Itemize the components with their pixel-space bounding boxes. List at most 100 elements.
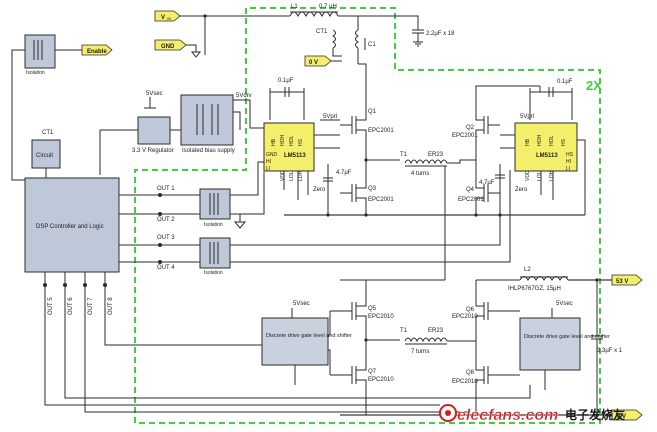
q7-transistor bbox=[330, 340, 367, 415]
ct1-top-label: CT1 bbox=[316, 29, 328, 35]
q8-label: Q8 bbox=[466, 370, 475, 376]
q8-part: EPC2010 bbox=[452, 379, 478, 385]
out-0v-tag bbox=[611, 409, 643, 421]
isolation-block-1 bbox=[199, 188, 231, 220]
drv-left-label: Discrete drive gate level and shifter bbox=[266, 333, 352, 339]
turns-bot-label: 7 turns bbox=[411, 349, 429, 355]
out7-label: OUT 7 bbox=[88, 297, 94, 315]
lm-left-pin-hi: HI bbox=[266, 159, 271, 165]
q5-transistor bbox=[330, 280, 367, 340]
enable-tag bbox=[81, 44, 113, 56]
isolation-block-2 bbox=[199, 237, 231, 269]
isolated-bias-label: Isolated bias supply bbox=[182, 148, 235, 154]
drive-shifter-right bbox=[519, 317, 581, 371]
l2-label: L2 bbox=[524, 267, 531, 273]
lm-right-pin-lol: LOL bbox=[537, 171, 543, 181]
lm-left-label: LM5113 bbox=[284, 153, 306, 159]
c1-label: C1 bbox=[368, 42, 376, 48]
l1-inductor bbox=[289, 11, 339, 18]
isolation-1-label: Isolation bbox=[204, 222, 223, 228]
lm-right-label: LM5113 bbox=[536, 153, 558, 159]
out6-label: OUT 6 bbox=[68, 297, 74, 315]
lm-right-pin-vdd: VDD bbox=[525, 170, 531, 181]
out-53v-tag bbox=[611, 274, 643, 286]
cap-47u-right-label: 4.7µF bbox=[479, 180, 495, 186]
lm-right-pin-loh: LOH bbox=[549, 170, 555, 181]
q2-part: EPC2001 bbox=[452, 133, 478, 139]
t1-top-label: T1 bbox=[400, 152, 408, 158]
q3-label: Q3 bbox=[368, 186, 377, 192]
out-53v-label: 53 V bbox=[616, 279, 628, 285]
out5-label: OUT 5 bbox=[48, 297, 54, 315]
out8-label: OUT 8 bbox=[108, 297, 114, 315]
q4-part: EPC2001 bbox=[458, 197, 484, 203]
vsec-5v-left-label: 5Vsec bbox=[293, 301, 310, 307]
vsec-5v-label: 5Vsec bbox=[146, 91, 163, 97]
t1-bot-label: T1 bbox=[400, 328, 408, 334]
duplicated-stage-frame bbox=[134, 7, 601, 424]
q7-label: Q7 bbox=[368, 369, 377, 375]
gnd-tag bbox=[154, 39, 187, 51]
q3-part: EPC2001 bbox=[368, 197, 394, 203]
l1-label: L1 bbox=[291, 4, 298, 10]
q8-transistor bbox=[475, 341, 520, 415]
q4-label: Q4 bbox=[466, 187, 475, 193]
t1-top-winding bbox=[404, 159, 448, 165]
lm-left-pin-hb: HB bbox=[271, 138, 277, 146]
lm-right-pin-hs: HS bbox=[561, 138, 567, 146]
lm-left-pin-hs: HS bbox=[298, 138, 304, 146]
vsec-5v-right-label: 5Vsec bbox=[556, 301, 573, 307]
regulator-3v3-label: 3.3 V Regulator bbox=[132, 148, 174, 154]
enable-label: Enable bbox=[87, 49, 107, 55]
q2-label: Q2 bbox=[466, 125, 475, 131]
lm-left-pin-hoh: HOH bbox=[280, 135, 286, 147]
l2-part-label: IHLP6767GZ, 15µH bbox=[508, 286, 561, 292]
t1-bot-winding bbox=[404, 337, 448, 343]
watermark-logo: elecfans.com 电子发烧友 bbox=[439, 404, 625, 424]
vin-subscript: IN bbox=[167, 16, 171, 21]
lm-right-pin-hi: HI bbox=[566, 159, 571, 165]
vin-label: V bbox=[161, 15, 165, 21]
q2-transistor bbox=[475, 104, 500, 146]
zero-right-label: Zero bbox=[515, 187, 528, 193]
cap-47u-left-label: 4.7µF bbox=[336, 170, 352, 176]
q3-transistor bbox=[340, 168, 367, 215]
zero-v-label: 0 V bbox=[309, 60, 318, 66]
ct1-circuit-block bbox=[31, 139, 61, 169]
zero-left-label: Zero bbox=[313, 187, 326, 193]
cap-01u-left-label: 0.1µF bbox=[278, 78, 294, 84]
cap-bank-label: 2.2µF x 18 bbox=[426, 31, 455, 37]
out-0v-label: 0 V bbox=[617, 414, 626, 420]
svg-text:elecfans.com: elecfans.com bbox=[457, 407, 558, 424]
ct1-circuit-label: Circuit bbox=[36, 153, 53, 159]
q6-part: EPC2010 bbox=[452, 314, 478, 320]
q1-label: Q1 bbox=[368, 109, 377, 115]
isolated-bias-block bbox=[180, 94, 234, 146]
lm-right-pin-hb: HB bbox=[525, 138, 531, 146]
lm-right-pin-li: LI bbox=[566, 166, 570, 172]
isolation-block-top bbox=[24, 34, 56, 69]
regulator-3v3-block bbox=[137, 116, 171, 145]
q5-label: Q5 bbox=[368, 306, 377, 312]
vin-tag bbox=[154, 10, 181, 22]
svg-text:电子发烧友: 电子发烧友 bbox=[565, 407, 625, 422]
out3-label: OUT 3 bbox=[157, 235, 175, 241]
er-top-label: ER23 bbox=[428, 152, 444, 158]
isolation-2-label: Isolation bbox=[204, 270, 223, 276]
lm-right-pin-hs2: HS bbox=[566, 152, 574, 158]
q7-part: EPC2010 bbox=[368, 377, 394, 383]
zero-v-tag bbox=[304, 55, 332, 67]
lm-left-pin-gnd: GND bbox=[266, 152, 278, 158]
q6-label: Q6 bbox=[466, 307, 475, 313]
drv-right-label: Discrete drive gate level and shifter bbox=[524, 334, 610, 340]
q6-transistor bbox=[475, 280, 520, 341]
q1-part: EPC2001 bbox=[368, 128, 394, 134]
out1-label: OUT 1 bbox=[157, 186, 175, 192]
lm-left-pin-loh: LOH bbox=[298, 170, 304, 181]
gnd-label: GND bbox=[161, 44, 175, 50]
turns-top-label: 4 turns bbox=[411, 171, 429, 177]
isolation-top-label: Isolation bbox=[26, 70, 45, 76]
vdrv-5v-label: 5Vdrv bbox=[236, 93, 252, 99]
